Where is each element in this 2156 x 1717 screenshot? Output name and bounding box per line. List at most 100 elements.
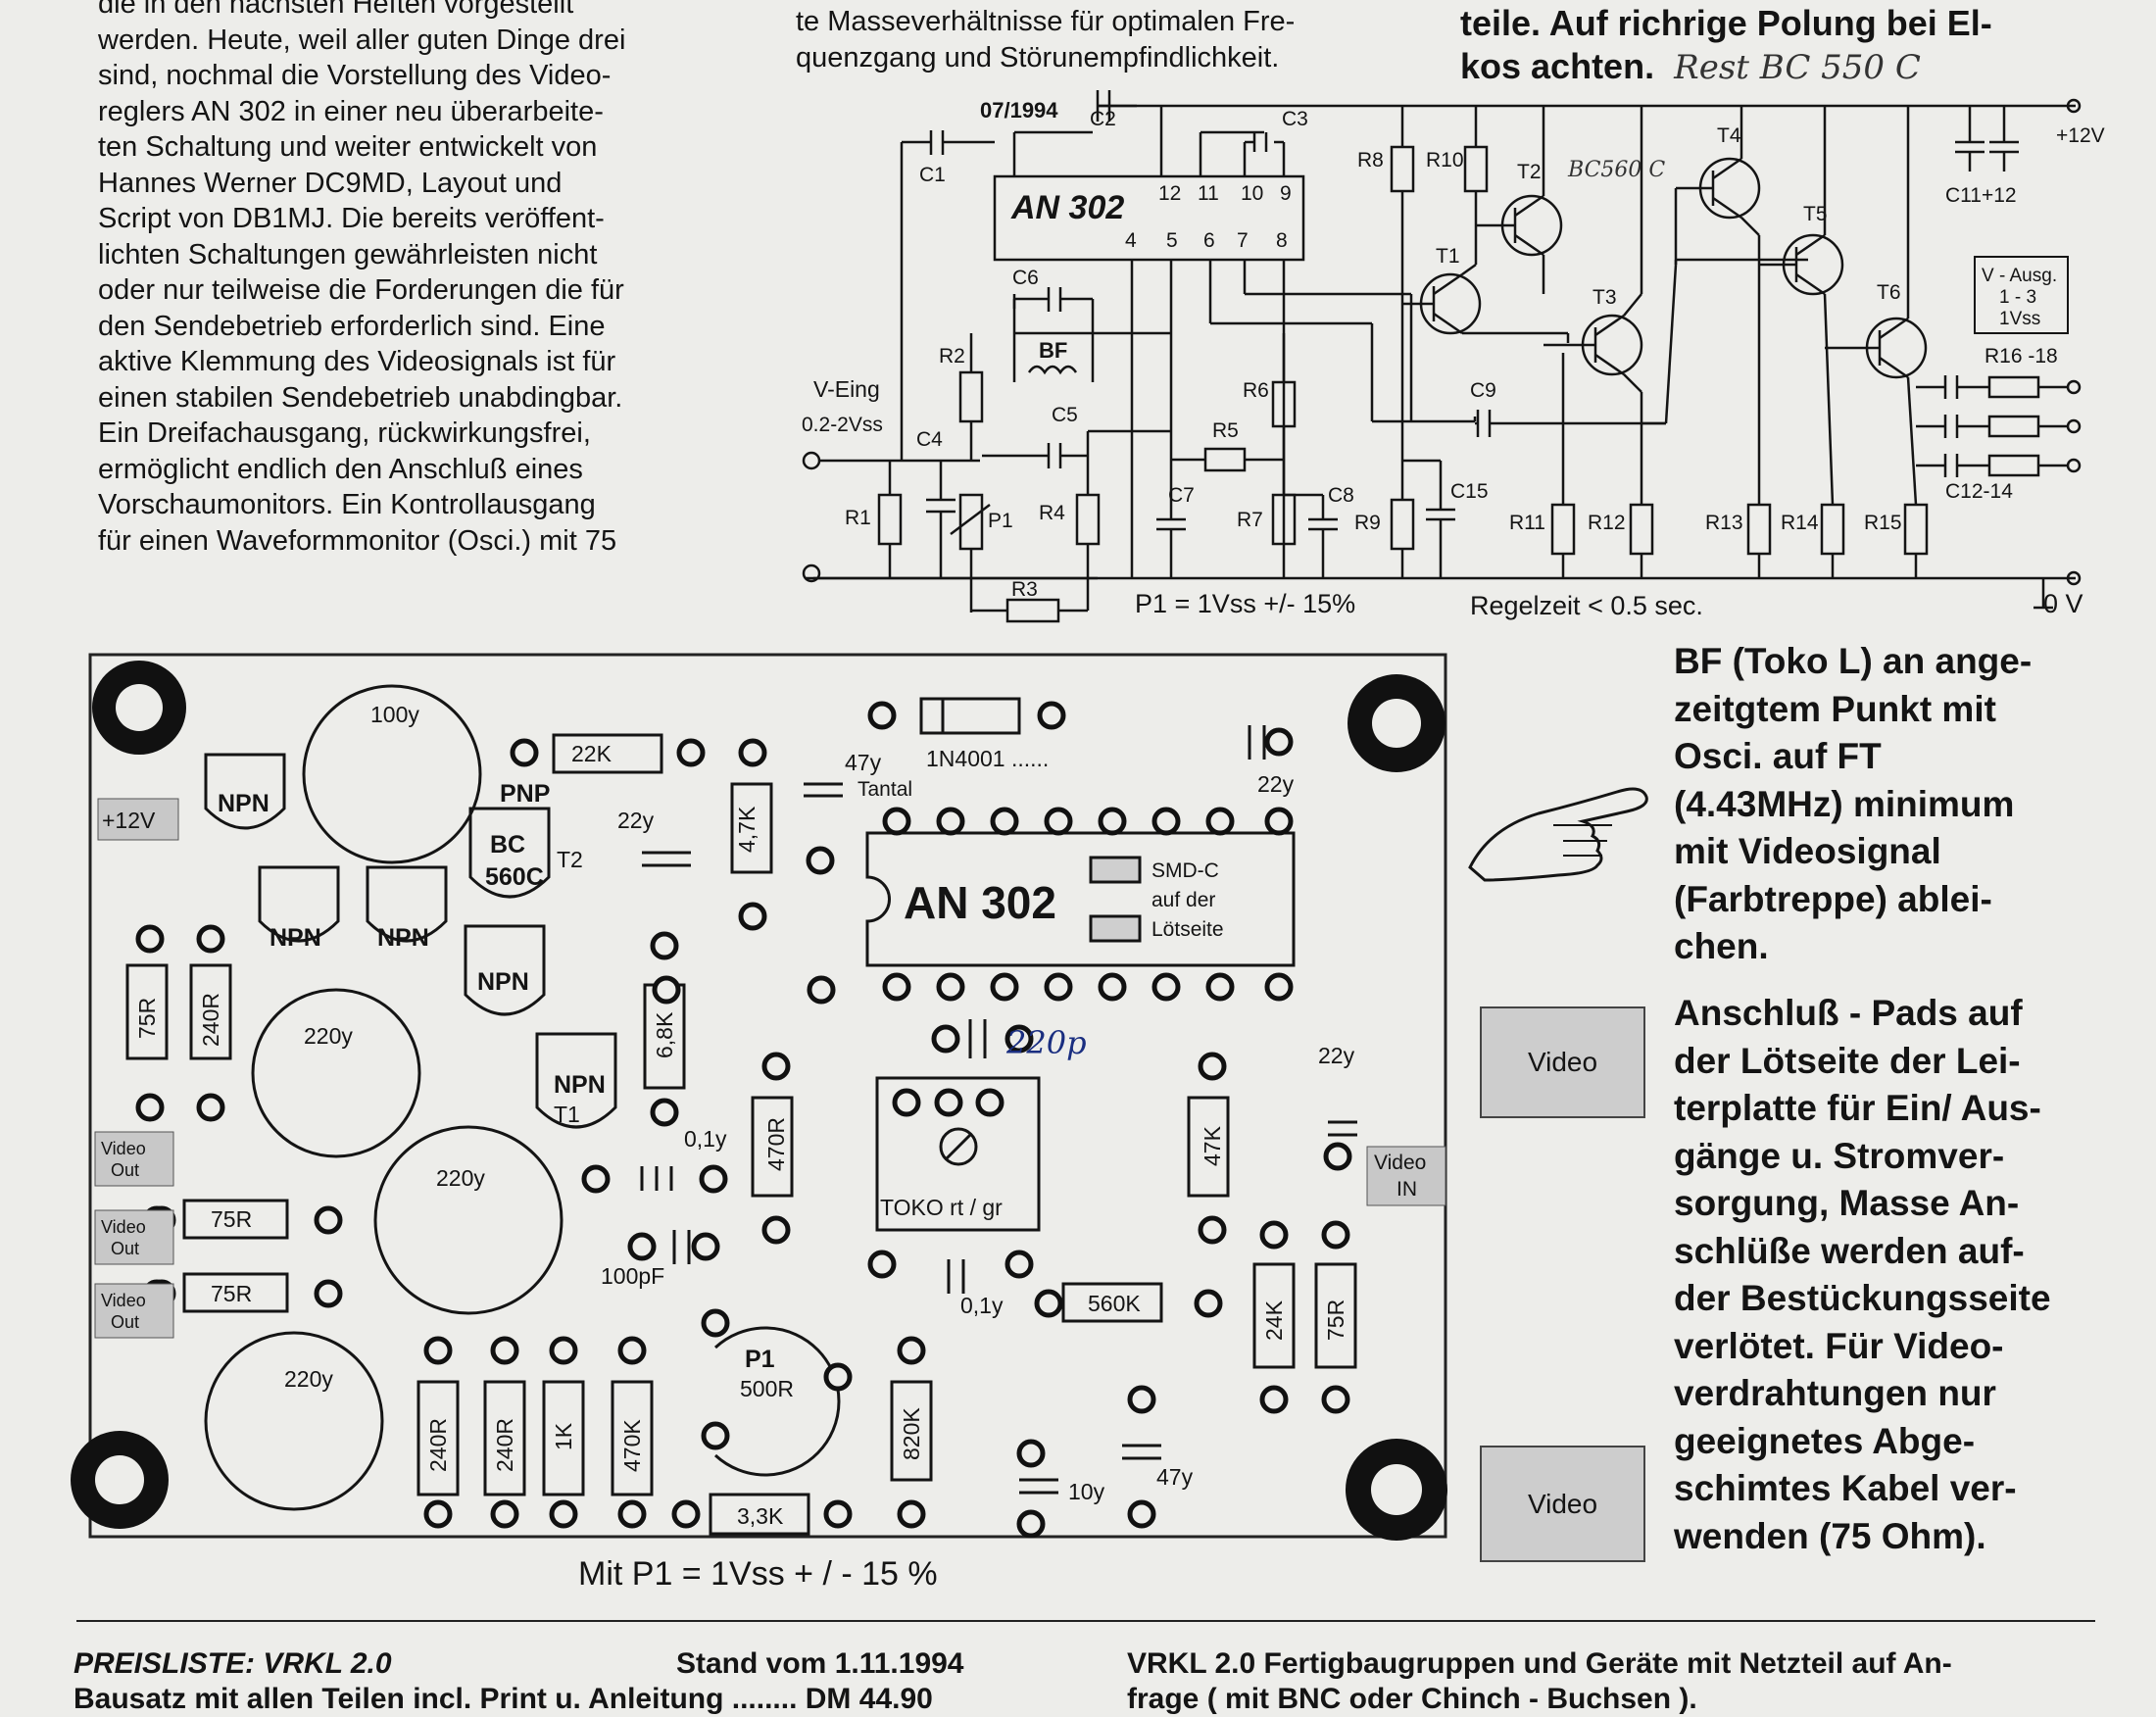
cap-label: 220y: [304, 1023, 353, 1049]
label-r16-18: R16 -18: [1984, 345, 2058, 368]
transistor-label: NPN: [218, 790, 270, 817]
note-line: schimtes Kabel ver-: [1674, 1468, 2017, 1508]
transistor-label: BC: [490, 831, 525, 858]
smd-note: Lötseite: [1152, 918, 1224, 941]
v-out-box-line: 1Vss: [1999, 309, 2040, 329]
ic-pin-label: 12: [1158, 182, 1181, 205]
label-t6: T6: [1877, 281, 1901, 304]
label-r13: R13: [1705, 512, 1743, 534]
text-line: teile. Auf richrige Polung bei El-: [1460, 3, 1992, 43]
note-line: BF (Toko L) an ange-: [1674, 641, 2033, 681]
resistor-label: 240R: [198, 993, 223, 1047]
label-c11-12: C11+12: [1945, 184, 2017, 207]
label-r4: R4: [1039, 502, 1065, 524]
video-out-pad-label: Video: [101, 1139, 146, 1158]
label-p1: P1: [988, 510, 1013, 532]
footer-rule: [76, 1620, 2095, 1622]
label-r11: R11: [1509, 512, 1545, 534]
ic-pin-label: 4: [1125, 229, 1137, 252]
price-date: Stand vom 1.11.1994: [676, 1647, 964, 1680]
supply-label: +12V: [2056, 124, 2105, 147]
date-note: 07/1994: [980, 98, 1058, 123]
cap-label: 100y: [370, 702, 419, 727]
label-r5: R5: [1212, 419, 1239, 442]
label-c12-14: C12-14: [1945, 480, 2013, 503]
video-in-pad-label: IN: [1396, 1178, 1417, 1201]
circuit-schematic: 07/1994 AN 302 12 11 10 9 4 5 6 7 8 C1 C…: [802, 90, 2105, 623]
label-t4: T4: [1717, 124, 1741, 147]
mounting-holes: [71, 661, 1447, 1541]
resistor-label: 75R: [211, 1281, 252, 1306]
label-r8: R8: [1357, 149, 1384, 172]
cap-label: 47y: [845, 750, 882, 775]
resistor-label: 240R: [492, 1418, 517, 1472]
middle-article-text: te Masseverhältnisse für optimalen Fre- …: [796, 4, 1423, 75]
label-t3: T3: [1592, 286, 1617, 309]
resistor-label: 47K: [1200, 1125, 1225, 1166]
resistor-label: 6,8K: [652, 1011, 677, 1058]
v-in-label: V-Eing: [813, 376, 880, 402]
v-out-box-line: 1 - 3: [1999, 287, 2036, 308]
resistor-label: 75R: [1323, 1300, 1348, 1341]
text-line: ermöglicht endlich den Anschluß eines: [98, 453, 583, 485]
note-line: mit Videosignal: [1674, 831, 1941, 871]
ground-label: 0 V: [2043, 589, 2083, 618]
cap-label: 0,1y: [960, 1293, 1004, 1318]
ic-pins: [882, 807, 1294, 1002]
video-pad: Video: [1480, 1006, 1645, 1118]
diode-label: 1N4001 ......: [926, 746, 1049, 771]
label-c15: C15: [1450, 480, 1489, 503]
cap-label: 22y: [617, 808, 655, 833]
text-line: einen stabilen Sendebetrieb unabdingbar.: [98, 381, 623, 414]
cap-label: Tantal: [858, 778, 912, 801]
text-line: sind, nochmal die Vorstellung des Video-: [98, 60, 612, 91]
price-list-right: VRKL 2.0 Fertigbaugruppen und Geräte mit…: [1127, 1646, 2107, 1717]
cap-label: 220y: [436, 1165, 485, 1191]
left-article-column: die in den nächsten Heften vorgestellt w…: [98, 0, 740, 559]
resistor-label: 75R: [134, 998, 160, 1039]
note-line: zeitgtem Punkt mit: [1674, 688, 1996, 729]
text-line: oder nur teilweise die Forderungen die f…: [98, 274, 624, 306]
label-bf: BF: [1039, 338, 1067, 363]
video-pad: Video: [1480, 1446, 1645, 1562]
v-out-box-line: V - Ausg.: [1982, 266, 2057, 286]
note-line: schlüße werden auf-: [1674, 1230, 2025, 1271]
price-list-product: VRKL 2.0: [263, 1647, 392, 1680]
ic-pin-label: 9: [1280, 182, 1292, 205]
resistor-label: 470R: [763, 1117, 789, 1171]
label-t2: T2: [1517, 161, 1542, 183]
price-kit: Bausatz mit allen Teilen incl. Print u. …: [74, 1683, 933, 1715]
transistor-label: T2: [557, 847, 583, 872]
pcb-ic-label: AN 302: [904, 877, 1056, 928]
text-line: für einen Waveformmonitor (Osci.) mit 75: [98, 524, 617, 557]
text-line: ten Schaltung und weiter entwickelt von: [98, 131, 598, 163]
note-line: (Farbtreppe) ablei-: [1674, 878, 1992, 919]
pcb-caption: Mit P1 = 1Vss + / - 15 %: [578, 1555, 938, 1593]
video-out-pad-label: Video: [101, 1291, 146, 1310]
text-line-part: kos achten.: [1460, 46, 1655, 86]
smd-note: auf der: [1152, 889, 1215, 911]
text-line: reglers AN 302 in einer neu überarbeite-: [98, 95, 604, 127]
label-t2-handwritten: BC560 C: [1567, 158, 1665, 182]
text-line: werden. Heute, weil aller guten Dinge dr…: [98, 24, 626, 56]
price-list-title: PREISLISTE:: [74, 1647, 256, 1680]
text-line: quenzgang und Störunempfindlichkeit.: [796, 41, 1280, 74]
label-r15: R15: [1864, 512, 1902, 534]
resistor-label: 24K: [1261, 1300, 1287, 1341]
transistor-label: PNP: [500, 780, 550, 808]
transistor-label: T1: [554, 1102, 580, 1127]
label-c2: C2: [1090, 108, 1116, 130]
label-c6: C6: [1012, 267, 1039, 289]
resistor-label: 1K: [551, 1422, 576, 1450]
cap-label: 220y: [284, 1366, 333, 1392]
note-line: (4.43MHz) minimum: [1674, 783, 2015, 824]
label-r6: R6: [1243, 379, 1269, 402]
cap-label: 0,1y: [684, 1126, 727, 1152]
ic-label: AN 302: [1010, 189, 1124, 226]
p1-label: 500R: [740, 1376, 794, 1401]
resistor-label: 3,3K: [737, 1503, 784, 1529]
text-line: Ein Dreifachausgang, rückwirkungsfrei,: [98, 417, 591, 449]
v-in-level: 0.2-2Vss: [802, 414, 883, 436]
note-line: geeignetes Abge-: [1674, 1420, 1976, 1461]
label-c8: C8: [1328, 484, 1354, 507]
